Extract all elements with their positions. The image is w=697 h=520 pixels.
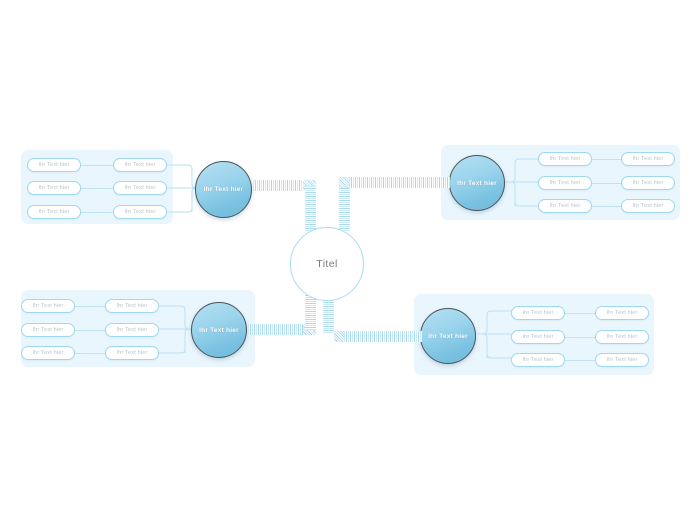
branch-elbow-top-right <box>505 158 541 207</box>
branch-node-top-right[interactable]: Ihr Text hier <box>449 155 505 211</box>
branch-connector-corner <box>334 331 347 342</box>
branch-connector-corner <box>303 180 316 191</box>
branch-connector-band <box>305 186 316 231</box>
leaf-node[interactable]: Ihr Text hier <box>595 306 649 320</box>
leaf-connector <box>81 165 113 166</box>
leaf-node[interactable]: Ihr Text hier <box>113 181 167 195</box>
branch-node-top-left[interactable]: Ihr Text hier <box>195 161 252 218</box>
leaf-node[interactable]: Ihr Text hier <box>621 176 675 190</box>
branch-connector-band <box>305 288 316 330</box>
leaf-node[interactable]: Ihr Text hier <box>595 330 649 344</box>
leaf-connector <box>565 337 595 338</box>
leaf-node[interactable]: Ihr Text hier <box>595 353 649 367</box>
leaf-node[interactable]: Ihr Text hier <box>105 323 159 337</box>
branch-connector-band <box>323 288 334 333</box>
branch-node-bottom-left[interactable]: Ihr Text hier <box>191 302 247 358</box>
leaf-node[interactable]: Ihr Text hier <box>27 158 81 172</box>
leaf-node[interactable]: Ihr Text hier <box>538 176 592 190</box>
leaf-node[interactable]: Ihr Text hier <box>27 205 81 219</box>
leaf-connector <box>75 353 105 354</box>
leaf-node[interactable]: Ihr Text hier <box>621 152 675 166</box>
branch-connector-band <box>339 186 350 231</box>
leaf-connector <box>75 306 105 307</box>
branch-connector-corner <box>339 177 352 188</box>
branch-connector-band <box>344 331 422 342</box>
branch-connector-band <box>248 324 305 335</box>
leaf-node[interactable]: Ihr Text hier <box>105 299 159 313</box>
leaf-connector <box>592 159 621 160</box>
leaf-connector <box>592 183 621 184</box>
leaf-node[interactable]: Ihr Text hier <box>538 152 592 166</box>
leaf-node[interactable]: Ihr Text hier <box>621 199 675 213</box>
leaf-connector <box>592 206 621 207</box>
leaf-connector <box>81 212 113 213</box>
leaf-node[interactable]: Ihr Text hier <box>511 306 565 320</box>
leaf-connector <box>565 313 595 314</box>
leaf-connector <box>75 330 105 331</box>
leaf-node[interactable]: Ihr Text hier <box>27 181 81 195</box>
leaf-node[interactable]: Ihr Text hier <box>21 346 75 360</box>
leaf-node[interactable]: Ihr Text hier <box>113 205 167 219</box>
branch-connector-band <box>349 177 450 188</box>
leaf-connector <box>81 188 113 189</box>
leaf-node[interactable]: Ihr Text hier <box>21 323 75 337</box>
leaf-node[interactable]: Ihr Text hier <box>21 299 75 313</box>
leaf-node[interactable]: Ihr Text hier <box>511 330 565 344</box>
leaf-connector <box>565 360 595 361</box>
leaf-node[interactable]: Ihr Text hier <box>113 158 167 172</box>
center-title-node[interactable]: Titel <box>290 227 364 301</box>
branch-connector-band <box>253 180 305 191</box>
leaf-node[interactable]: Ihr Text hier <box>538 199 592 213</box>
branch-elbow-bottom-left <box>159 305 195 354</box>
branch-node-bottom-right[interactable]: Ihr Text hier <box>420 308 476 364</box>
leaf-node[interactable]: Ihr Text hier <box>511 353 565 367</box>
branch-elbow-top-left <box>166 164 202 213</box>
leaf-node[interactable]: Ihr Text hier <box>105 346 159 360</box>
branch-elbow-bottom-right <box>477 310 513 359</box>
